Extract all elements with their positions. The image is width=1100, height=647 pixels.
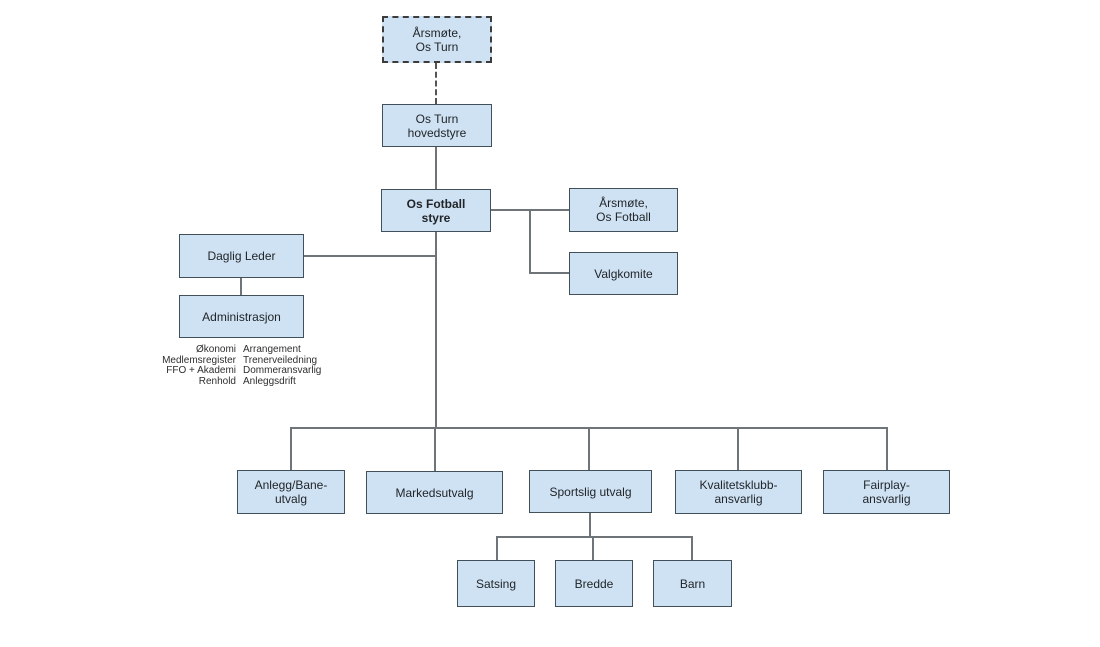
node-bredde: Bredde <box>555 560 633 607</box>
node-label: Administrasjon <box>202 309 281 324</box>
node-label: Satsing <box>475 576 517 591</box>
connector-hovedstyre-fotballstyre <box>435 147 437 189</box>
node-os-turn-hovedstyre: Os Turn hovedstyre <box>382 104 492 147</box>
node-satsing: Satsing <box>457 560 535 607</box>
connector-daglig-leder <box>304 255 435 257</box>
node-label: Fairplay- ansvarlig <box>862 478 911 506</box>
node-label: Barn <box>679 576 706 591</box>
node-markedsutvalg: Markedsutvalg <box>366 471 503 514</box>
node-barn: Barn <box>653 560 732 607</box>
node-fairplay-ansvarlig: Fairplay- ansvarlig <box>823 470 950 514</box>
admin-area-left: FFO + Akademi <box>166 365 236 376</box>
admin-area-left: Økonomi <box>195 344 236 355</box>
connector-stub-markeds <box>434 427 436 471</box>
node-label: Kvalitetsklubb- ansvarlig <box>699 478 778 506</box>
connector-stub-sportslig <box>588 427 590 470</box>
connector-stub-kvalitets <box>737 427 739 470</box>
node-label: Årsmøte, Os Turn <box>412 25 462 54</box>
connector-stub-fairplay <box>886 427 888 470</box>
node-anlegg-bane-utvalg: Anlegg/Bane- utvalg <box>237 470 345 514</box>
node-label: Daglig Leder <box>207 249 276 263</box>
connector-dashed-arsmote-hovedstyre <box>435 63 437 104</box>
admin-area-right: Trenerveiledning <box>243 354 318 366</box>
admin-area-right: Anleggsdrift <box>243 375 296 387</box>
node-administrasjon: Administrasjon <box>179 295 304 338</box>
connector-sub-rail <box>496 536 692 538</box>
node-label: Bredde <box>574 576 614 591</box>
connector-main-trunk <box>435 232 437 428</box>
node-os-fotball-styre: Os Fotball styre <box>381 189 491 232</box>
admin-area-right: Arrangement <box>243 344 301 355</box>
node-valgkomite: Valgkomite <box>569 252 678 295</box>
connector-stub-barn <box>691 536 693 560</box>
admin-area-left: Renhold <box>198 375 236 387</box>
node-label: Årsmøte, Os Fotball <box>596 196 651 224</box>
admin-area-left: Medlemsregister <box>162 354 236 366</box>
connector-stub-satsing <box>496 536 498 560</box>
connector-stub-bredde <box>592 536 594 560</box>
node-arsmote-os-fotball: Årsmøte, Os Fotball <box>569 188 678 232</box>
node-arsmote-os-turn: Årsmøte, Os Turn <box>382 16 492 63</box>
node-sportslig-utvalg: Sportslig utvalg <box>529 470 652 513</box>
node-label: Os Fotball styre <box>406 196 466 225</box>
connector-sportslig-down <box>589 513 591 537</box>
node-label: Sportslig utvalg <box>549 484 632 499</box>
admin-area-right: Dommeransvarlig <box>243 365 322 376</box>
connector-right-drop <box>529 209 531 273</box>
node-label: Valgkomite <box>594 266 653 281</box>
node-label: Anlegg/Bane- utvalg <box>254 478 328 506</box>
connector-valgkomite <box>529 272 569 274</box>
node-daglig-leder: Daglig Leder <box>179 234 304 278</box>
connector-stub-anlegg <box>290 427 292 470</box>
node-label: Os Turn hovedstyre <box>407 111 467 140</box>
connector-daglig-administrasjon <box>240 278 242 295</box>
node-kvalitetsklubb-ansvarlig: Kvalitetsklubb- ansvarlig <box>675 470 802 514</box>
administrasjon-areas-list: Økonomi Arrangement Medlemsregister Tren… <box>155 344 322 387</box>
node-label: Markedsutvalg <box>395 485 474 500</box>
